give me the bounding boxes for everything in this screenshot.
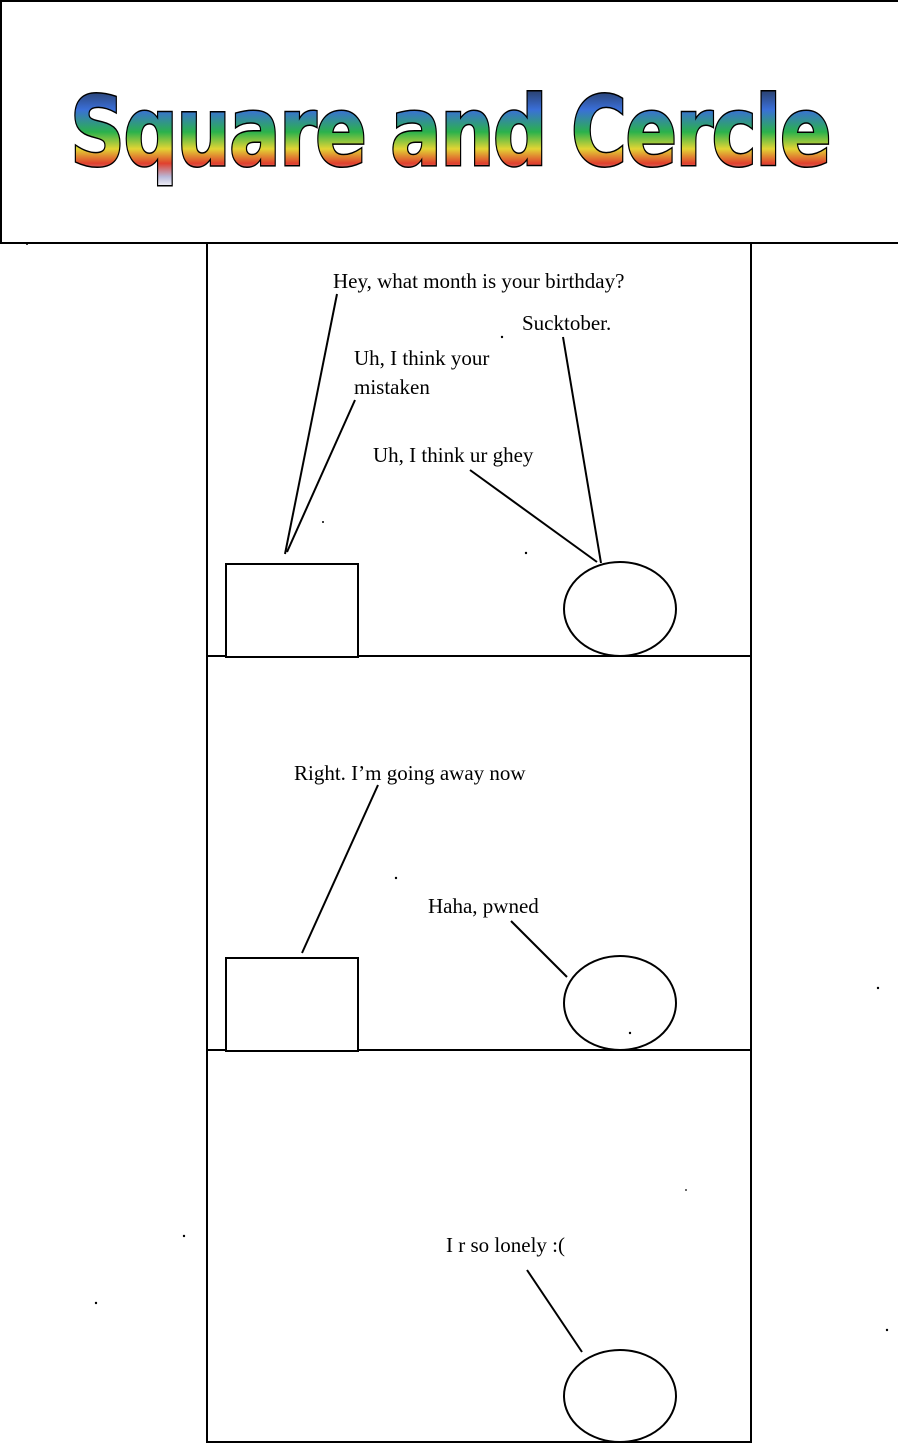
panel-1: Hey, what month is your birthday? Suckto… bbox=[225, 269, 677, 658]
circle-character bbox=[563, 955, 677, 1051]
panel-3-frame bbox=[206, 1049, 752, 1443]
speech-tail bbox=[301, 784, 379, 954]
speech-mistaken-line-1: Uh, I think your bbox=[354, 346, 489, 370]
speech-tail bbox=[284, 293, 338, 555]
speech-sucktober: Sucktober. bbox=[522, 311, 611, 335]
speech-birthday-question: Hey, what month is your birthday? bbox=[333, 269, 624, 293]
speech-mistaken-line-2: mistaken bbox=[354, 375, 430, 399]
speck bbox=[394, 876, 398, 880]
speech-going-away: Right. I’m going away now bbox=[294, 761, 526, 785]
speck bbox=[876, 986, 880, 990]
speech-tail bbox=[562, 336, 602, 564]
speech-lonely: I r so lonely :( bbox=[446, 1233, 565, 1257]
circle-character bbox=[563, 1349, 677, 1443]
speck bbox=[322, 521, 324, 523]
speck bbox=[524, 551, 528, 555]
speech-tail bbox=[469, 469, 598, 563]
speech-ghey: Uh, I think ur ghey bbox=[373, 443, 534, 467]
scan-specks bbox=[26, 243, 889, 1332]
speech-tail bbox=[286, 399, 356, 553]
speech-tail bbox=[526, 1269, 583, 1353]
speck bbox=[182, 1234, 186, 1238]
title-frame bbox=[0, 0, 898, 244]
speech-pwned: Haha, pwned bbox=[428, 894, 539, 918]
speck bbox=[94, 1301, 98, 1305]
speck bbox=[628, 1031, 632, 1035]
panel-3: I r so lonely :( bbox=[446, 1233, 677, 1443]
panel-2: Right. I’m going away now Haha, pwned bbox=[225, 761, 677, 1052]
square-character bbox=[225, 563, 359, 658]
speck bbox=[885, 1328, 889, 1332]
comic-title: Square and Cercle bbox=[70, 76, 830, 188]
speck bbox=[685, 1189, 687, 1191]
title-banner: Square and Cercle bbox=[0, 0, 898, 244]
speck bbox=[500, 335, 504, 339]
square-character bbox=[225, 957, 359, 1052]
speech-tail bbox=[510, 920, 568, 978]
panel-frames bbox=[206, 242, 752, 1443]
circle-character bbox=[563, 561, 677, 657]
speck bbox=[26, 243, 28, 245]
